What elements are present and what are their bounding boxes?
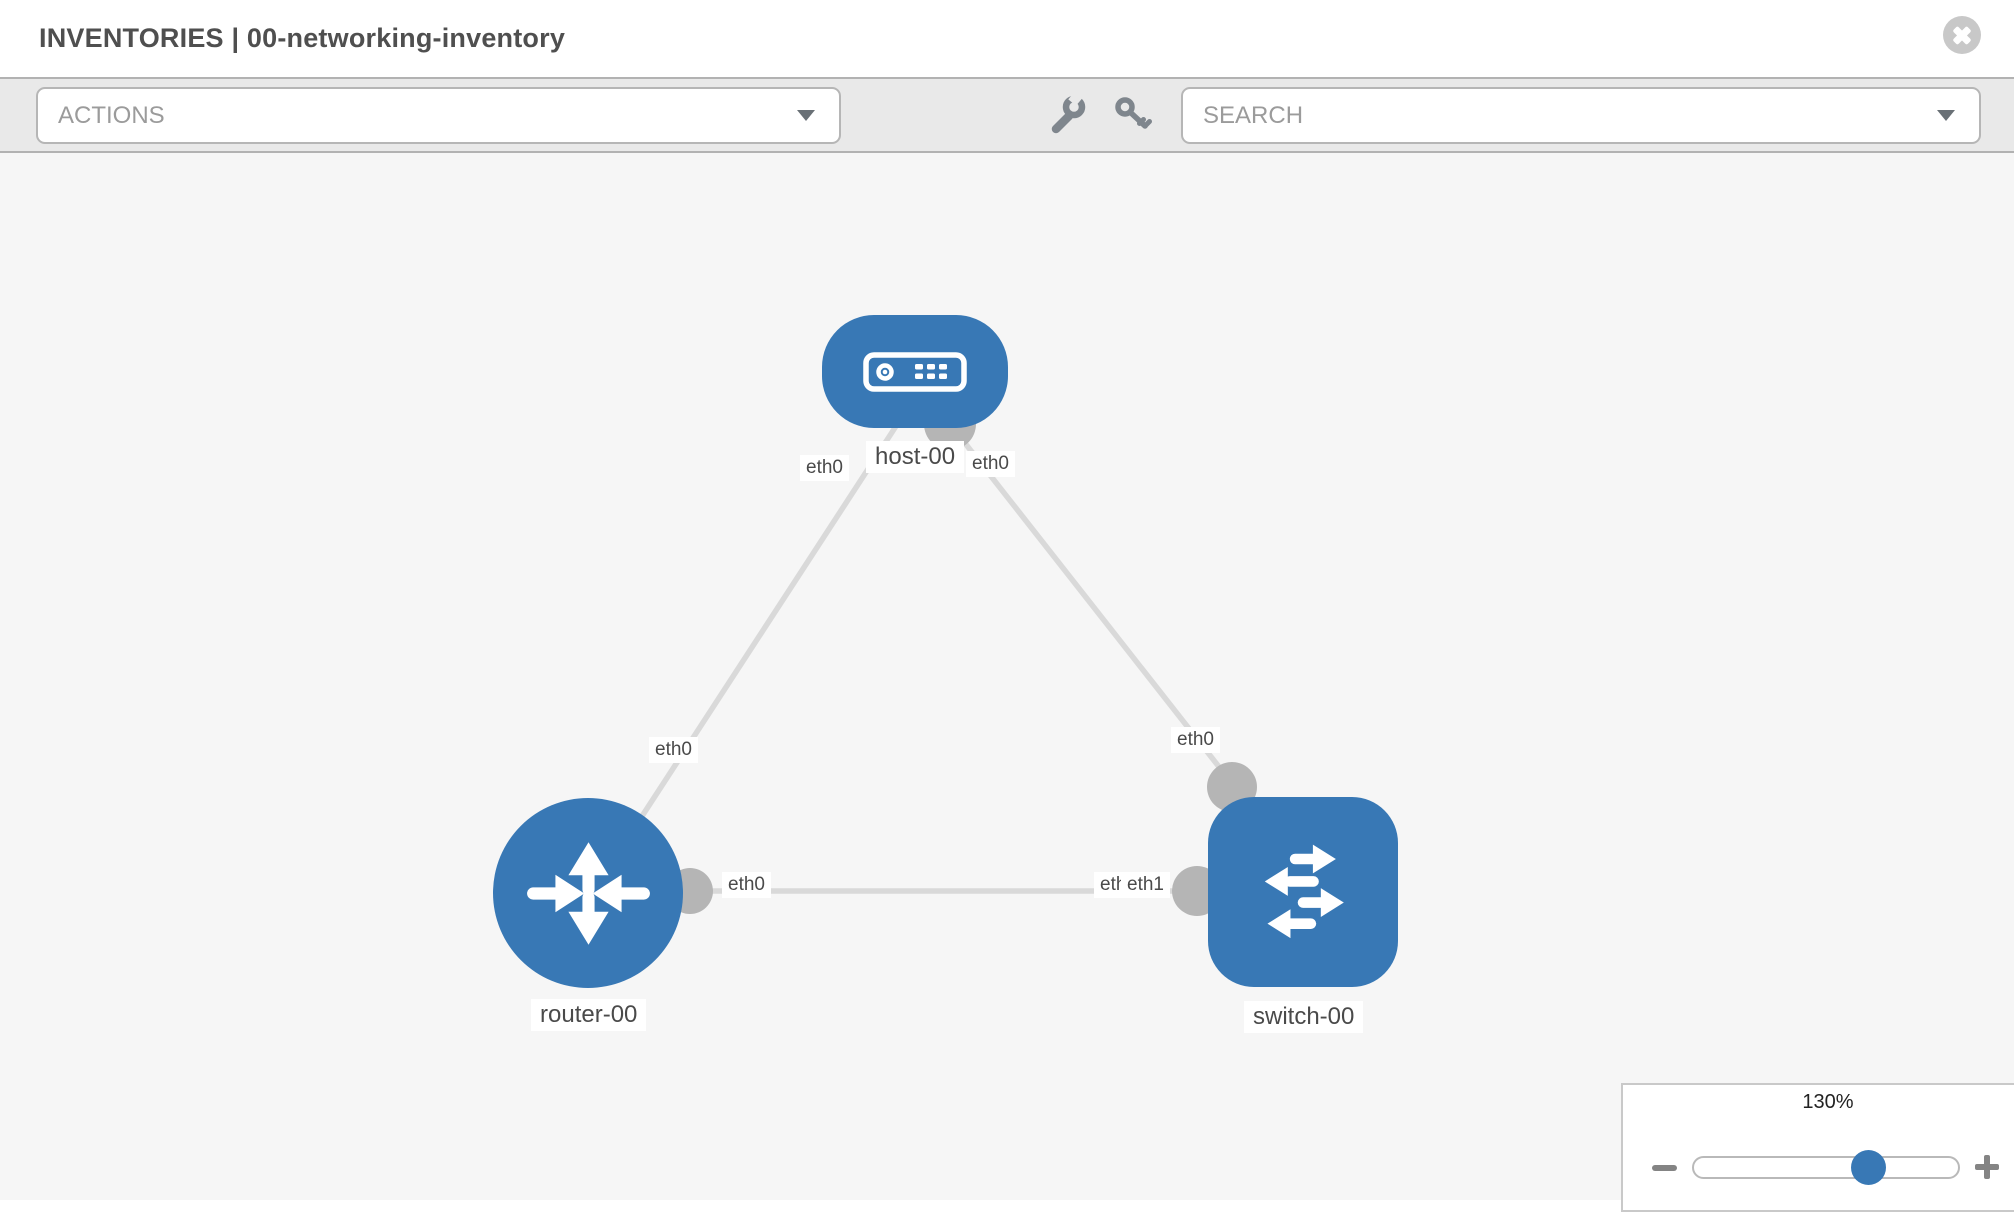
toolbar: ACTIONS SEARCH [0,77,2014,153]
node-label-router: router-00 [531,999,647,1031]
zoom-slider[interactable] [1692,1150,1960,1185]
search-placeholder: SEARCH [1203,101,1304,129]
page-title: INVENTORIES | 00-networking-inventory [39,23,566,53]
zoom-panel: 130% [1621,1083,2014,1212]
node-label-switch: switch-00 [1244,1001,1364,1033]
search-dropdown[interactable]: SEARCH [1181,87,1981,144]
actions-dropdown[interactable]: ACTIONS [36,87,841,144]
node-label-host: host-00 [866,441,965,473]
close-button[interactable] [1943,16,1981,54]
chevron-down-icon [797,110,815,121]
configure-button[interactable] [1040,89,1092,141]
iface-label-switch-top: eth0 [1171,727,1220,753]
wrench-icon [1051,95,1086,134]
actions-dropdown-label: ACTIONS [58,101,165,129]
iface-label-router-top: eth0 [649,737,698,763]
node-switch-00[interactable] [1208,797,1398,987]
iface-label-host-left: eth0 [800,455,849,481]
topology-canvas[interactable] [0,153,2014,1200]
link-host-router [617,418,903,852]
node-router-00[interactable] [493,798,683,988]
node-host-00[interactable] [822,315,1008,428]
chevron-down-icon [1937,110,1955,121]
key-icon [1115,97,1152,129]
zoom-slider-thumb[interactable] [1851,1150,1886,1185]
iface-label-switch-left-over: eth1 [1121,872,1170,898]
credentials-button[interactable] [1106,89,1158,141]
switch-icon [1264,844,1344,939]
zoom-in-button[interactable] [1969,1149,2005,1185]
router-icon [526,841,650,945]
server-icon [863,351,967,392]
zoom-level-label: 130% [1802,1091,1854,1113]
iface-label-router-right: eth0 [722,872,771,898]
zoom-out-button[interactable] [1645,1155,1683,1181]
header: INVENTORIES | 00-networking-inventory [0,0,2014,77]
minus-icon [1651,1165,1677,1171]
iface-label-host-right: eth0 [966,451,1015,477]
